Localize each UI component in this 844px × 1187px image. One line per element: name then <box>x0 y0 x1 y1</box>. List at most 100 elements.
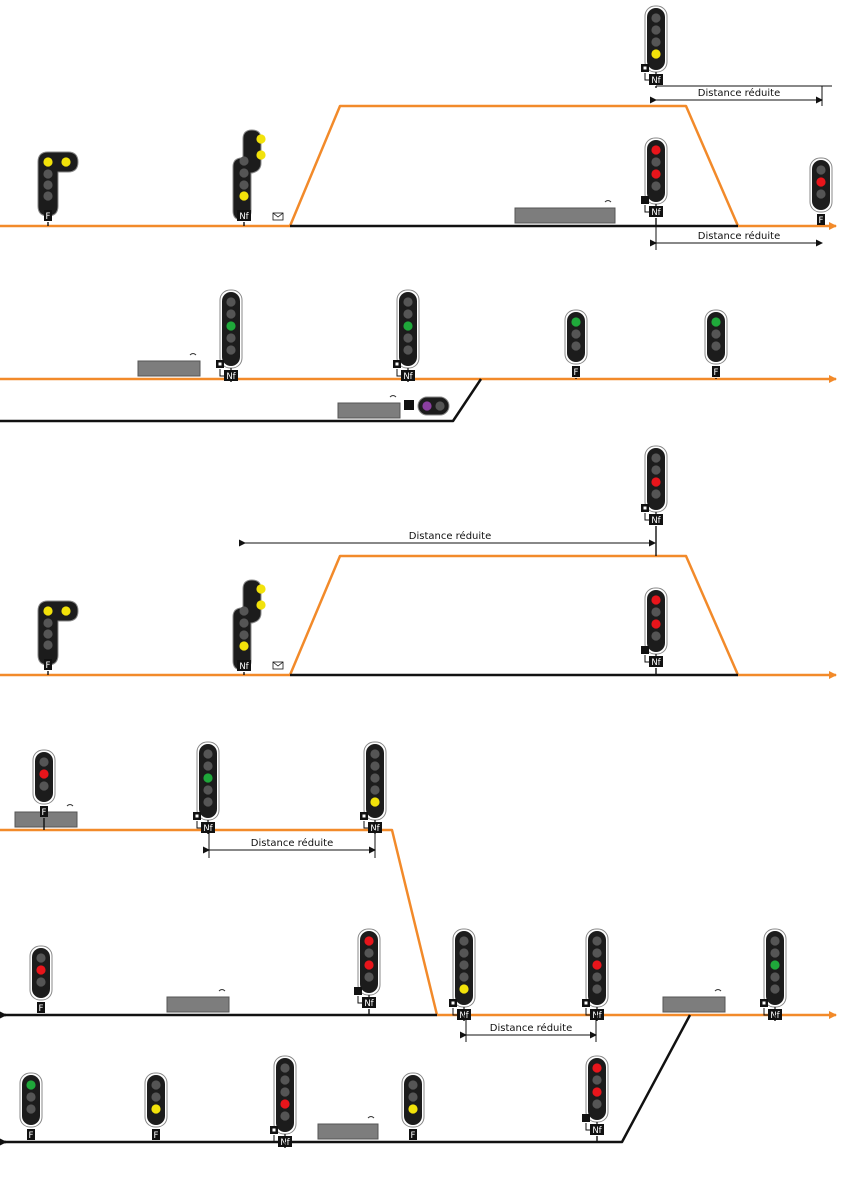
signal-lamp <box>256 600 266 610</box>
nf-plate-label: Nf <box>651 208 661 218</box>
f-plate <box>40 806 48 817</box>
signal-lamp <box>226 309 236 319</box>
signal-lamp <box>203 785 213 795</box>
marker-plate <box>643 66 647 70</box>
signal-lamp <box>651 619 661 629</box>
signal-lamp <box>651 595 661 605</box>
reduced-distance-dimension: Distance réduite <box>460 1022 597 1039</box>
signal-lamp <box>459 960 469 970</box>
f-plate <box>27 1129 35 1140</box>
signal-f: F <box>564 309 588 379</box>
marker-bracket <box>644 205 652 213</box>
train-body <box>514 207 616 224</box>
signal-nf: Nf <box>641 445 668 556</box>
train-block <box>514 200 616 224</box>
signal-lamp <box>203 773 213 783</box>
pantograph-icon <box>189 353 197 356</box>
signal-lamp <box>39 781 49 791</box>
marker-bracket <box>585 1008 593 1016</box>
signal-lamp <box>408 1104 418 1114</box>
signal-lamp <box>571 341 581 351</box>
reduced-distance-label: Distance réduite <box>698 230 781 242</box>
signal-lamp <box>43 640 53 650</box>
signal-lamp <box>459 936 469 946</box>
reduced-distance-dimension: Distance réduite <box>239 530 656 547</box>
marker-plate <box>643 506 647 510</box>
marker-plate <box>272 1128 276 1132</box>
reduced-distance-label: Distance réduite <box>251 837 334 849</box>
nf-plate <box>768 1009 782 1020</box>
signal-lamp <box>459 972 469 982</box>
signal-lamp <box>651 465 661 475</box>
signal-lamp <box>711 317 721 327</box>
nf-plate-label: Nf <box>364 999 374 1009</box>
signal-lamp <box>651 25 661 35</box>
f-plate <box>712 366 720 377</box>
nf-plate <box>401 370 415 381</box>
signal-lamp <box>770 960 780 970</box>
signal-lamp <box>151 1104 161 1114</box>
signal-lamp <box>403 309 413 319</box>
signal-f: F <box>401 1072 425 1142</box>
nf-plate <box>237 660 251 671</box>
track-line <box>0 378 483 423</box>
marker-bracket <box>452 1008 460 1016</box>
signal-lamp <box>370 797 380 807</box>
signal-nf: Nf <box>193 741 220 834</box>
train-body <box>317 1123 379 1140</box>
marker-bracket <box>273 1135 281 1143</box>
train-block <box>166 989 230 1013</box>
signal-lamp <box>408 1092 418 1102</box>
signal-f: F <box>704 309 728 379</box>
signal-lamp <box>203 761 213 771</box>
nf-plate-label: Nf <box>403 372 413 382</box>
marker-bracket <box>396 369 404 377</box>
signal-lamp <box>226 321 236 331</box>
signal-lamp <box>280 1099 290 1109</box>
signal-lamp <box>26 1080 36 1090</box>
signal-lamp <box>239 191 249 201</box>
signal-lamp <box>256 134 266 144</box>
train-block <box>137 353 201 377</box>
signal-nf: Nf <box>354 928 381 1015</box>
reduced-distance-label: Distance réduite <box>409 530 492 542</box>
route-line <box>288 104 837 230</box>
f-plate-label: F <box>819 216 824 226</box>
signal-lamp <box>43 157 53 167</box>
signal-lamp <box>36 953 46 963</box>
signal-lamp <box>571 317 581 327</box>
f-plate <box>572 366 580 377</box>
signal-lamp <box>151 1092 161 1102</box>
nf-plate <box>278 1136 292 1147</box>
signal-lamp <box>592 1099 602 1109</box>
train-body <box>137 360 201 377</box>
signal-lamp <box>36 977 46 987</box>
f-plate-label: F <box>154 1131 159 1141</box>
signal-lamp <box>816 177 826 187</box>
nf-plate <box>368 822 382 833</box>
nf-plate-label: Nf <box>651 658 661 668</box>
signal-lamp <box>651 477 661 487</box>
signal-lamp <box>43 629 53 639</box>
signal-nf-offset: Nf <box>232 579 266 675</box>
f-plate <box>409 1129 417 1140</box>
train-body <box>166 996 230 1013</box>
signal-lamp <box>435 401 445 411</box>
signal-lamp <box>280 1063 290 1073</box>
signal-lamp <box>651 169 661 179</box>
nf-plate-label: Nf <box>651 516 661 526</box>
signal-lamp <box>770 984 780 994</box>
nf-plate-label: Nf <box>203 824 213 834</box>
signal-lamp <box>39 769 49 779</box>
marker-plate <box>195 814 199 818</box>
train-block <box>317 1116 379 1140</box>
pantograph-icon <box>714 989 722 992</box>
pantograph-icon <box>218 989 226 992</box>
signal-lamp <box>816 165 826 175</box>
signal-lamp <box>203 797 213 807</box>
signal-lamp <box>239 156 249 166</box>
f-plate-label: F <box>39 1004 44 1014</box>
signal-lamp <box>43 606 53 616</box>
signal-lamp <box>571 329 581 339</box>
